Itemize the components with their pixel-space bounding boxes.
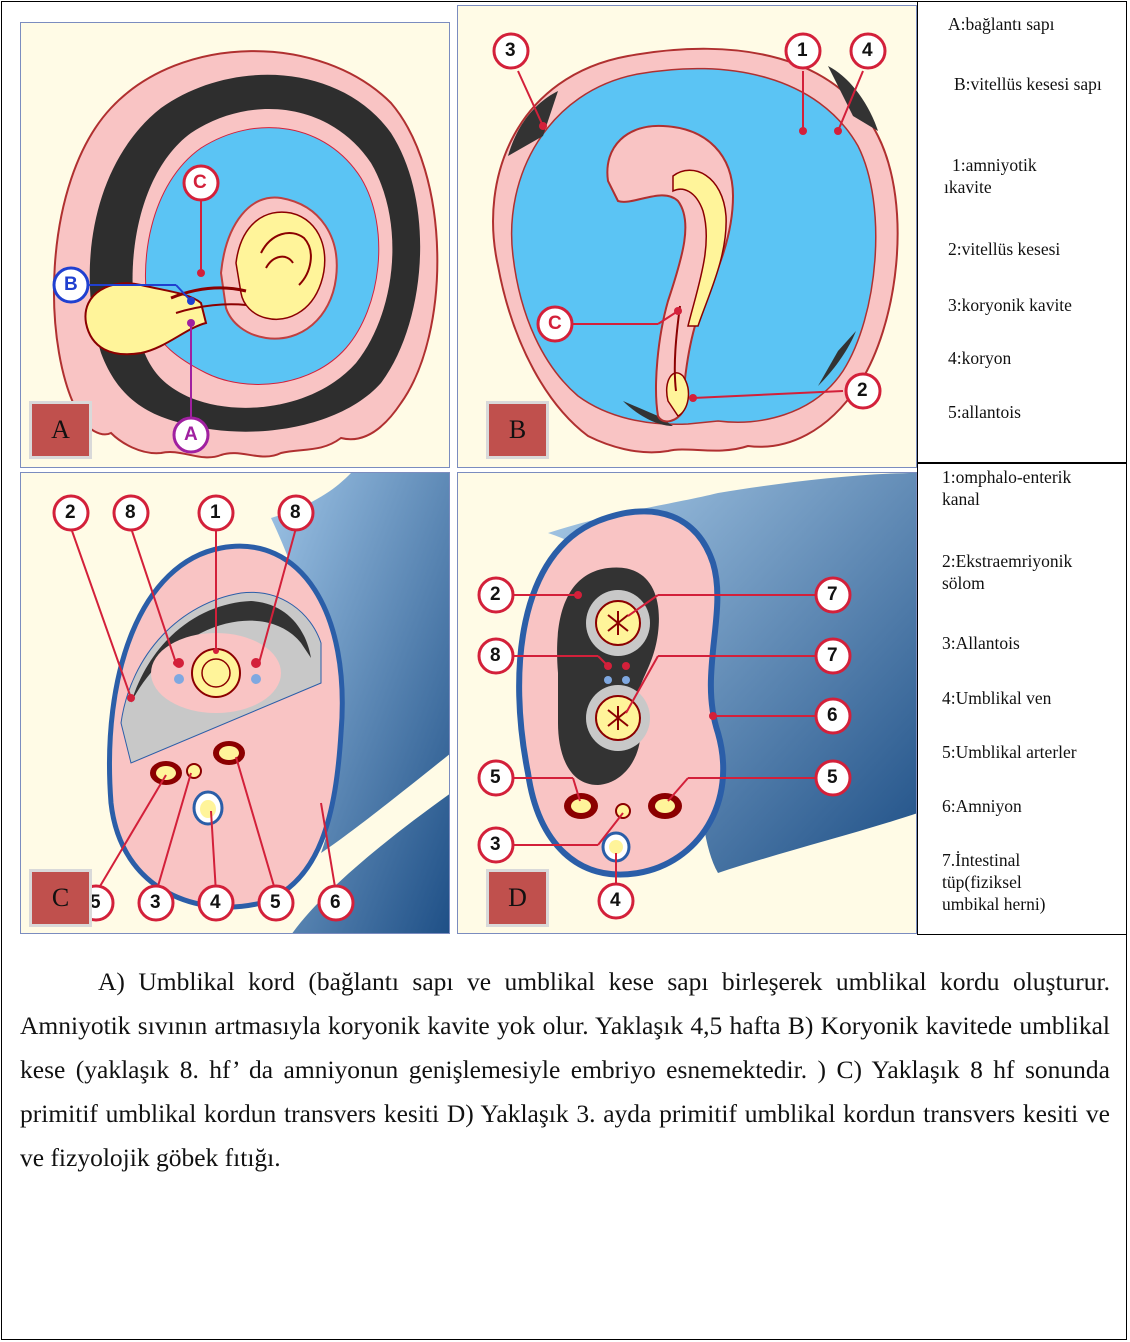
panel-label-a: A [29,401,92,459]
legend-item: 6:Amniyon [942,796,1112,818]
legend-item: 7.İntestinal tüp(fiziksel umbikal herni) [942,850,1082,916]
marker-c: C [193,172,207,194]
panel-label-d: D [486,869,549,927]
legend-item: 3:koryonik kavite [948,295,1123,317]
legend-item: 1:omphalo-enterik kanal [942,467,1112,511]
marker-4: 4 [610,890,621,912]
marker-4: 4 [862,40,873,62]
legend-item: 2:vitellüs kesesi [948,239,1123,261]
marker-7: 7 [827,584,838,606]
legend-item: B:vitellüs kesesi sapı [944,74,1104,96]
diagram-c-illustration [21,473,450,934]
marker-6: 6 [827,705,838,727]
marker-5: 5 [270,892,281,914]
legend-item: 5:allantois [948,402,1123,424]
marker-6: 6 [330,892,341,914]
diagram-panel-d: 2 7 8 7 6 5 5 3 4 D [457,472,917,934]
legend-item: 4:Umblikal ven [942,688,1112,710]
marker-3: 3 [505,40,516,62]
diagram-b-illustration [458,6,917,468]
marker-3: 3 [150,892,161,914]
marker-a: A [184,424,198,446]
legend-item: 2:Ekstraemriyonik sölom [942,551,1112,595]
marker-8: 8 [290,502,301,524]
marker-5: 5 [490,767,501,789]
legend-item: 5:Umblikal arterler [942,742,1122,764]
figure-caption: A) Umblikal kord (bağlantı sapı ve umbli… [20,960,1110,1180]
diagram-d-illustration [458,473,917,934]
marker-2: 2 [65,502,76,524]
legend-item: 3:Allantois [942,633,1112,655]
legend-bottom: 1:omphalo-enterik kanal 2:Ekstraemriyoni… [917,463,1127,935]
panel-label-b: B [486,401,549,459]
panel-label-c: C [29,869,92,927]
diagram-panel-a: C B A A [20,22,450,468]
marker-2: 2 [490,584,501,606]
marker-4: 4 [210,892,221,914]
marker-c: C [548,313,562,335]
marker-5: 5 [827,767,838,789]
legend-item: 1:amniyotik ıkavite [944,155,1064,199]
diagram-panel-b: 3 1 4 C 2 B [457,5,917,468]
legend-item: A:bağlantı sapı [948,14,1118,36]
diagram-panel-c: 2 8 1 8 5 3 4 5 6 C [20,472,450,934]
marker-1: 1 [797,40,808,62]
marker-b: B [64,274,78,296]
legend-item: 4:koryon [948,348,1123,370]
marker-7: 7 [827,645,838,667]
marker-1: 1 [210,502,221,524]
legend-top: A:bağlantı sapı B:vitellüs kesesi sapı 1… [917,1,1127,463]
marker-8: 8 [490,645,501,667]
marker-3: 3 [490,834,501,856]
marker-8: 8 [125,502,136,524]
marker-2: 2 [857,380,868,402]
